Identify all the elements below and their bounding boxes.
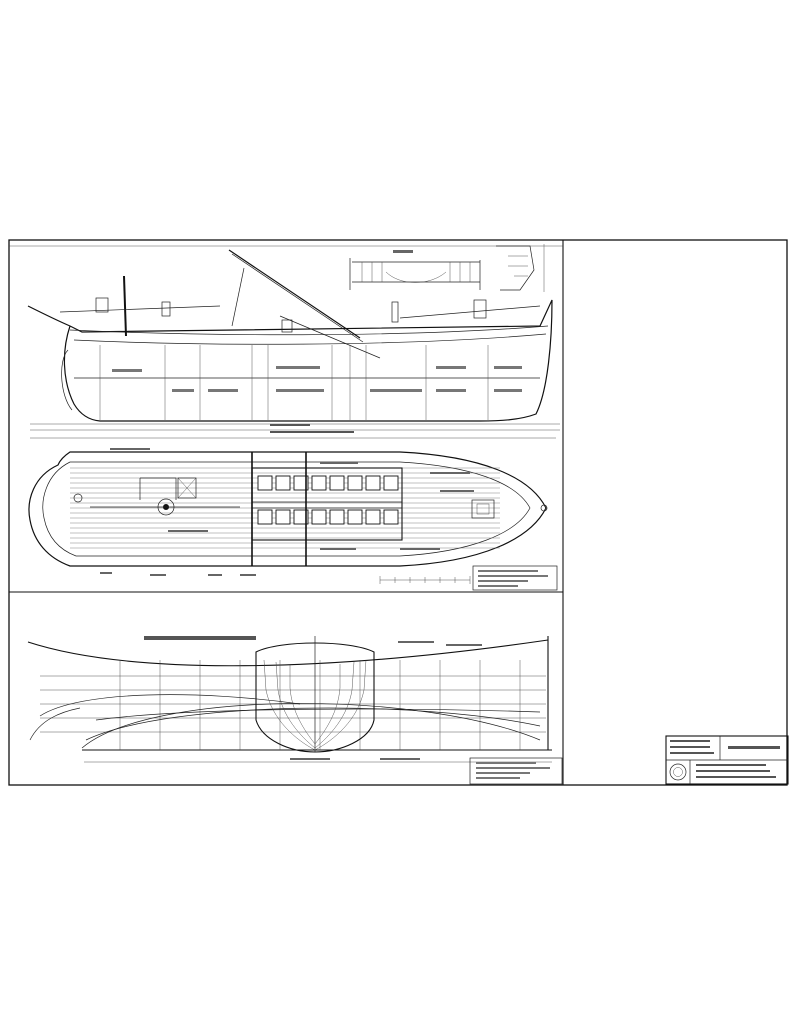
- hatch-cover: [329, 509, 345, 525]
- profile-view: [27, 249, 560, 439]
- hatch-cover: [347, 509, 363, 525]
- sheet-border: [8, 239, 788, 786]
- hatch-cover: [311, 475, 327, 491]
- body-plan: [255, 636, 375, 753]
- hatch-cover: [383, 509, 399, 525]
- hatch-cover: [329, 475, 345, 491]
- hatch-cover: [293, 475, 309, 491]
- lines-plan-view: [27, 636, 563, 785]
- hatch-cover: [383, 475, 399, 491]
- hatch-cover: [311, 509, 327, 525]
- hatch-cover: [293, 509, 309, 525]
- detail-inset: [349, 244, 545, 292]
- hatch-cover: [347, 475, 363, 491]
- hatch-cover: [257, 475, 273, 491]
- hatch-cover: [257, 509, 273, 525]
- hatch-cover: [275, 475, 291, 491]
- deck-plan-view: [28, 448, 558, 591]
- hatch-cover: [365, 509, 381, 525]
- hatch-cover: [275, 509, 291, 525]
- circular-logo-icon: [669, 763, 687, 781]
- hatch-cover: [365, 475, 381, 491]
- title-block: [665, 735, 789, 785]
